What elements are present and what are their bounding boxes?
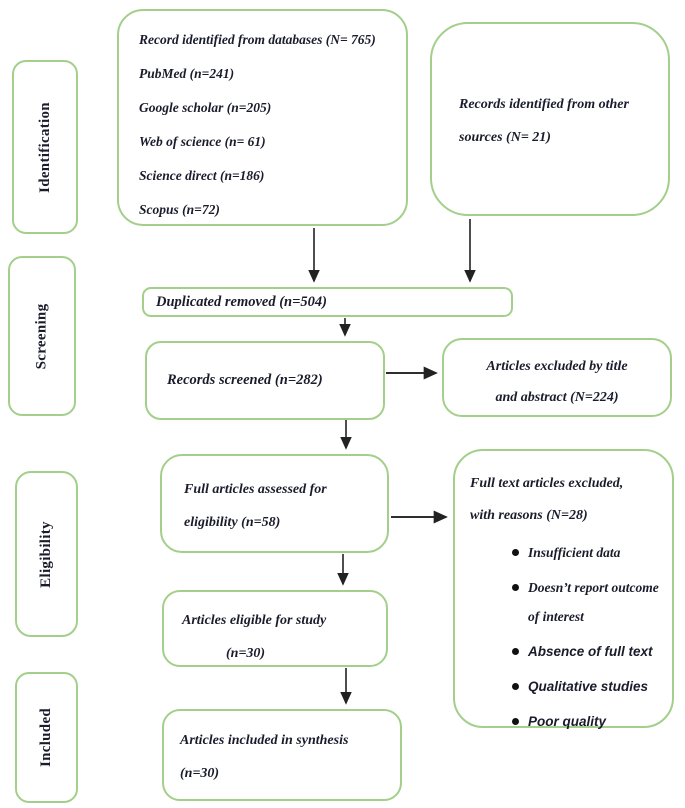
assessed-line-1: Full articles assessed for — [184, 482, 327, 497]
excluded-title-line-2: and abstract (N=224) — [495, 390, 619, 405]
eligible-count: (n=30) — [226, 646, 266, 661]
databases-science-direct-line: Science direct (n=186) — [139, 168, 265, 183]
exclusion-reason-item: Absence of full text — [512, 637, 664, 666]
databases-pubmed-line: PubMed (n=241) — [139, 66, 235, 81]
stage-label-screening: Screening — [33, 303, 50, 369]
assessed-line-2: eligibility (n=58) — [184, 515, 281, 530]
exclusion-reason-item: Doesn’t report outcome of interest — [512, 573, 664, 631]
box-articles-eligible: Articles eligible for study (n=30) — [162, 590, 388, 667]
box-records-other-sources: Records identified from other sources (N… — [430, 22, 670, 216]
box-duplicates-removed: Duplicated removed (n=504) — [142, 287, 513, 317]
stage-box-screening: Screening — [8, 256, 76, 416]
fulltext-excluded-title-2: with reasons (N=28) — [470, 508, 588, 523]
box-records-from-databases: Record identified from databases (N= 765… — [117, 9, 408, 226]
box-included-synthesis: Articles included in synthesis (n=30) — [162, 709, 402, 801]
eligible-line-1: Articles eligible for study — [182, 613, 327, 628]
databases-total-line: Record identified from databases (N= 765… — [139, 32, 376, 47]
databases-google-scholar-line: Google scholar (n=205) — [139, 100, 272, 115]
exclusion-reason-item: Insufficient data — [512, 538, 664, 567]
records-screened-text: Records screened (n=282) — [167, 372, 323, 388]
box-records-screened: Records screened (n=282) — [145, 341, 385, 420]
stage-label-identification: Identification — [36, 101, 53, 193]
stage-label-included: Included — [38, 707, 54, 768]
exclusion-reason-item: Poor quality — [512, 707, 664, 736]
duplicates-removed-text: Duplicated removed (n=504) — [156, 293, 327, 310]
stage-label-eligibility: Eligibility — [38, 520, 54, 588]
databases-web-of-science-line: Web of science (n= 61) — [139, 134, 266, 149]
stage-box-identification: Identification — [12, 60, 78, 234]
fulltext-excluded-title-1: Full text articles excluded, — [470, 476, 624, 491]
databases-scopus-line: Scopus (n=72) — [139, 202, 220, 217]
excluded-title-line-1: Articles excluded by title — [486, 359, 628, 374]
exclusion-reasons-list: Insufficient data Doesn’t report outcome… — [470, 538, 664, 736]
other-sources-text: Records identified from other sources (N… — [459, 97, 629, 145]
box-fulltext-assessed: Full articles assessed for eligibility (… — [160, 454, 389, 553]
box-fulltext-excluded: Full text articles excluded, with reason… — [453, 449, 674, 729]
exclusion-reason-item: Qualitative studies — [512, 672, 664, 701]
stage-box-eligibility: Eligibility — [15, 471, 78, 637]
included-synthesis-count: (n=30) — [180, 766, 220, 781]
included-synthesis-line-1: Articles included in synthesis — [180, 733, 349, 748]
box-excluded-title-abstract: Articles excluded by title and abstract … — [442, 338, 672, 417]
stage-box-included: Included — [15, 672, 78, 803]
